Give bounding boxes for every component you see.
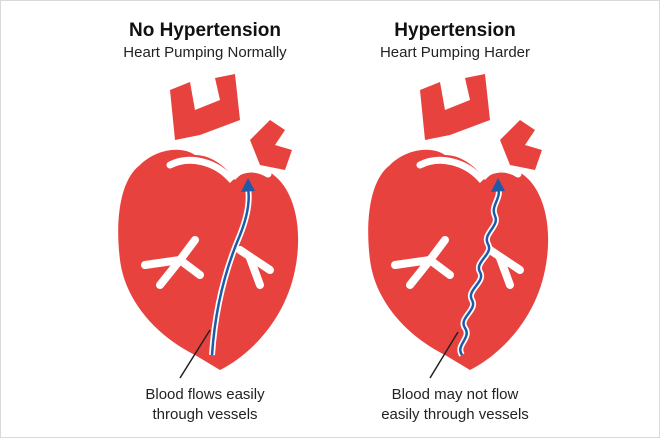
panel-caption: Blood may not flow easily through vessel… bbox=[330, 385, 580, 425]
panel-subtitle: Heart Pumping Harder bbox=[330, 44, 580, 61]
pulmonary-vessels bbox=[500, 120, 542, 170]
heart-body bbox=[118, 150, 298, 370]
caption-line-1: Blood flows easily bbox=[80, 385, 330, 405]
pulmonary-vessels bbox=[250, 120, 292, 170]
aorta bbox=[420, 74, 490, 140]
hypertension-heart-illustration bbox=[350, 70, 560, 380]
heart-body bbox=[368, 150, 548, 370]
panel-title: Hypertension bbox=[330, 20, 580, 42]
panel-subtitle: Heart Pumping Normally bbox=[80, 44, 330, 61]
panel-no-hypertension: No Hypertension Heart Pumping Normally B… bbox=[80, 0, 330, 438]
panel-caption: Blood flows easily through vessels bbox=[80, 385, 330, 425]
panel-hypertension: Hypertension Heart Pumping Harder Blood … bbox=[330, 0, 580, 438]
caption-line-1: Blood may not flow bbox=[330, 385, 580, 405]
normal-heart-illustration bbox=[100, 70, 310, 380]
caption-line-2: easily through vessels bbox=[330, 405, 580, 425]
aorta bbox=[170, 74, 240, 140]
caption-line-2: through vessels bbox=[80, 405, 330, 425]
panel-title: No Hypertension bbox=[80, 20, 330, 42]
